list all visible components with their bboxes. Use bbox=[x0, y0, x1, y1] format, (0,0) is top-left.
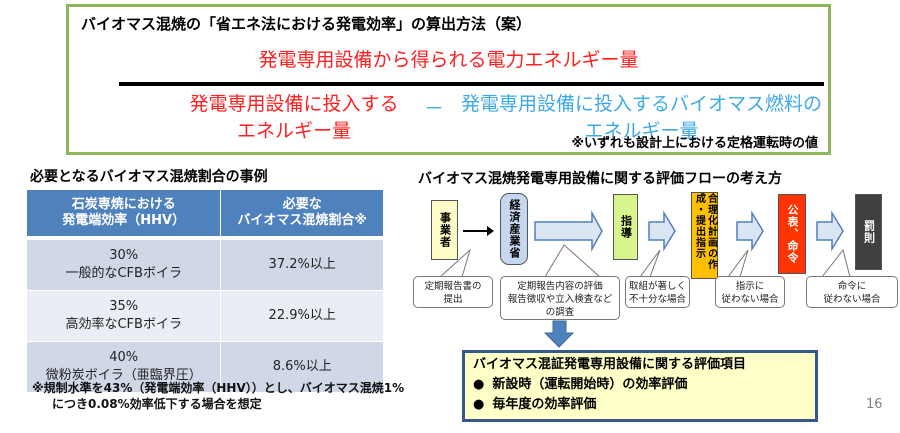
efficiency-value: 40% bbox=[109, 350, 139, 365]
header-ratio: 必要な バイオマス混焼割合※ bbox=[220, 189, 384, 239]
callout-line: 命令に bbox=[837, 281, 867, 292]
cell-ratio: 22.9%以上 bbox=[220, 290, 384, 342]
evaluation-title: バイオマス混証発電専用設備に関する評価項目 bbox=[473, 357, 747, 372]
callout-pointer bbox=[727, 249, 749, 278]
block-arrow-evaluate bbox=[534, 210, 603, 252]
flow-box-penalty: 罰則 bbox=[855, 194, 882, 270]
table-row: 35% 高効率なCFBボイラ 22.9%以上 bbox=[25, 290, 384, 342]
submit-arrow-head bbox=[487, 226, 494, 236]
denominator-left-line: 発電専用設備に投入する bbox=[189, 93, 399, 115]
callout-line: 定期報告書の bbox=[424, 281, 482, 292]
formula-box: バイオマス混焼の「省エネ法における発電効率」の算出方法（案） 発電専用設備から得… bbox=[66, 4, 831, 155]
callout-insufficient: 取組が著しく 不十分な場合 bbox=[625, 276, 690, 308]
flow-title: バイオマス混焼発電専用設備に関する評価フローの考え方 bbox=[418, 171, 782, 187]
cell-efficiency: 40% 微粉炭ボイラ（亜臨界圧） bbox=[25, 341, 222, 393]
block-arrow-publish bbox=[816, 210, 844, 252]
callout-evaluation: 定期報告内容の評価 報告徴収や立入検査など の調査 bbox=[500, 276, 620, 320]
callout-line: 指示に bbox=[735, 281, 765, 292]
denominator-left-line: エネルギー量 bbox=[236, 120, 351, 142]
biomass-ratio-table: 石炭専焼における 発電端効率（HHV） 必要な バイオマス混焼割合※ 30% 一… bbox=[25, 189, 384, 393]
callout-report-submission: 定期報告書の 提出 bbox=[413, 276, 493, 308]
efficiency-value: 30% bbox=[109, 248, 139, 263]
cell-efficiency: 35% 高効率なCFBボイラ bbox=[25, 290, 222, 342]
flow-box-operator: 事業者 bbox=[431, 200, 458, 260]
table-footnote: ※規制水準を43%（発電端効率（HHV））とし、バイオマス混焼1% につき0.0… bbox=[32, 380, 404, 412]
footnote-line: ※規制水準を43%（発電端効率（HHV））とし、バイオマス混焼1% bbox=[32, 381, 405, 395]
table-title: 必要となるバイオマス混焼割合の事例 bbox=[30, 169, 268, 185]
evaluation-item: 毎年度の効率評価 bbox=[473, 395, 807, 415]
flow-box-publish-order: 公表、命令 bbox=[778, 194, 806, 274]
callout-pointer bbox=[820, 248, 851, 278]
denominator-right-line: エネルギー量 bbox=[584, 120, 699, 142]
fraction-bar bbox=[119, 82, 824, 86]
header-line: 発電端効率（HHV） bbox=[62, 213, 186, 228]
header-line: バイオマス混焼割合※ bbox=[237, 213, 368, 228]
flow-box-plan-instruction: 合理化計画の作成・提出指示 bbox=[691, 192, 718, 279]
callout-order-noncompliance: 命令に 従わない場合 bbox=[806, 276, 898, 308]
header-efficiency: 石炭専焼における 発電端効率（HHV） bbox=[25, 189, 222, 239]
footnote-line: につき0.08%効率低下する場合を想定 bbox=[52, 397, 262, 411]
header-line: 石炭専焼における bbox=[71, 197, 176, 212]
callout-line: 不十分な場合 bbox=[628, 294, 686, 305]
table-header-row: 石炭専焼における 発電端効率（HHV） 必要な バイオマス混焼割合※ bbox=[25, 189, 384, 239]
callout-line: 報告徴収や立入検査など bbox=[507, 294, 613, 305]
callout-line: 提出 bbox=[443, 294, 463, 305]
callout-instruction-noncompliance: 指示に 従わない場合 bbox=[715, 276, 785, 308]
callout-line: 取組が著しく bbox=[628, 281, 686, 292]
denominator-biomass-energy: 発電専用設備に投入するバイオマス燃料の エネルギー量 bbox=[454, 91, 829, 145]
flow-box-meti: 経済産業省 bbox=[500, 193, 528, 265]
callout-line: 従わない場合 bbox=[721, 294, 779, 305]
block-arrow-guidance bbox=[648, 210, 676, 252]
cell-ratio: 37.2%以上 bbox=[220, 236, 384, 291]
header-line: 必要な bbox=[282, 197, 322, 212]
evaluation-item: 新設時（運転開始時）の効率評価 bbox=[473, 375, 807, 395]
formula-title: バイオマス混焼の「省エネ法における発電効率」の算出方法（案） bbox=[81, 15, 532, 33]
flow-box-guidance: 指導 bbox=[613, 194, 638, 260]
boiler-type: 微粉炭ボイラ（亜臨界圧） bbox=[45, 368, 202, 383]
page-number: 16 bbox=[866, 397, 883, 412]
efficiency-value: 35% bbox=[109, 299, 139, 314]
callout-line: 従わない場合 bbox=[823, 294, 881, 305]
down-arrow bbox=[543, 320, 575, 348]
formula-note: ※いずれも設計上における定格運転時の値 bbox=[571, 136, 818, 151]
table-row: 40% 微粉炭ボイラ（亜臨界圧） 8.6%以上 bbox=[25, 341, 384, 393]
denominator-right-line: 発電専用設備に投入するバイオマス燃料の bbox=[460, 93, 822, 115]
boiler-type: 高効率なCFBボイラ bbox=[65, 317, 182, 332]
callout-line: の調査 bbox=[545, 307, 575, 318]
boiler-type: 一般的なCFBボイラ bbox=[65, 266, 182, 281]
minus-sign: － bbox=[424, 96, 444, 120]
callout-pointer bbox=[639, 249, 661, 278]
formula-numerator: 発電専用設備から得られる電力エネルギー量 bbox=[258, 49, 639, 71]
cell-ratio: 8.6%以上 bbox=[220, 341, 384, 393]
denominator-total-energy: 発電専用設備に投入する エネルギー量 bbox=[179, 91, 409, 145]
callout-line: 定期報告内容の評価 bbox=[517, 281, 603, 292]
block-arrow-plan bbox=[736, 210, 764, 252]
evaluation-items-box: バイオマス混証発電専用設備に関する評価項目 新設時（運転開始時）の効率評価 毎年… bbox=[462, 350, 818, 422]
